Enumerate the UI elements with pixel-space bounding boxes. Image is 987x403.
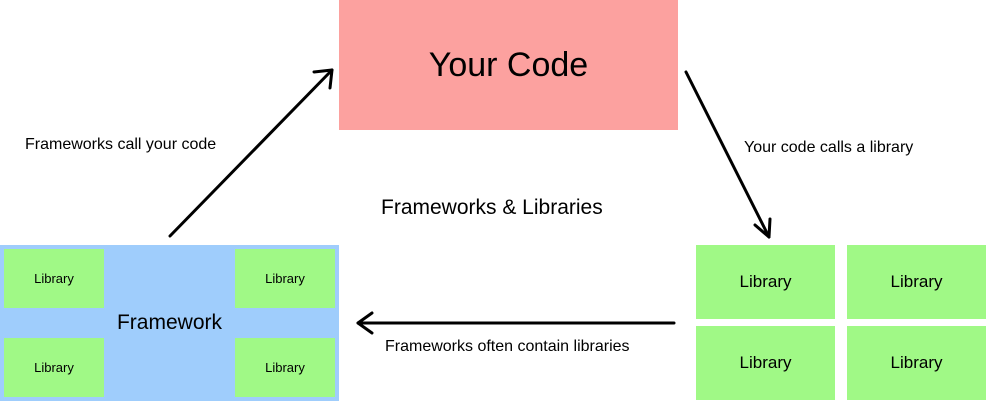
arrow-framework-to-code xyxy=(168,68,334,238)
framework-library-label: Library xyxy=(265,360,305,375)
library-label: Library xyxy=(890,353,943,372)
framework-library-box: Library xyxy=(235,338,335,397)
framework-library-box: Library xyxy=(4,249,104,308)
framework-library-label: Library xyxy=(265,271,305,286)
framework-library-box: Library xyxy=(4,338,104,397)
code-calls-library-label: Your code calls a library xyxy=(744,139,914,156)
your-code-label: Your Code xyxy=(428,45,589,84)
library-label: Library xyxy=(890,272,943,291)
arrow-libraries-to-framework xyxy=(356,311,676,335)
diagram-title: Frameworks & Libraries xyxy=(381,196,603,219)
library-label: Library xyxy=(739,272,792,291)
frameworks-contain-label: Frameworks often contain libraries xyxy=(385,338,630,355)
arrow-code-to-library xyxy=(684,70,772,239)
library-label: Library xyxy=(739,353,792,372)
frameworks-call-label: Frameworks call your code xyxy=(25,136,217,153)
library-box: Library xyxy=(696,245,835,319)
framework-label: Framework xyxy=(116,311,222,334)
framework-library-box: Library xyxy=(235,249,335,308)
framework-library-label: Library xyxy=(34,271,74,286)
library-box: Library xyxy=(696,326,835,400)
library-box: Library xyxy=(847,326,986,400)
library-box: Library xyxy=(847,245,986,319)
framework-library-label: Library xyxy=(34,360,74,375)
your-code-box: Your Code xyxy=(339,0,678,130)
